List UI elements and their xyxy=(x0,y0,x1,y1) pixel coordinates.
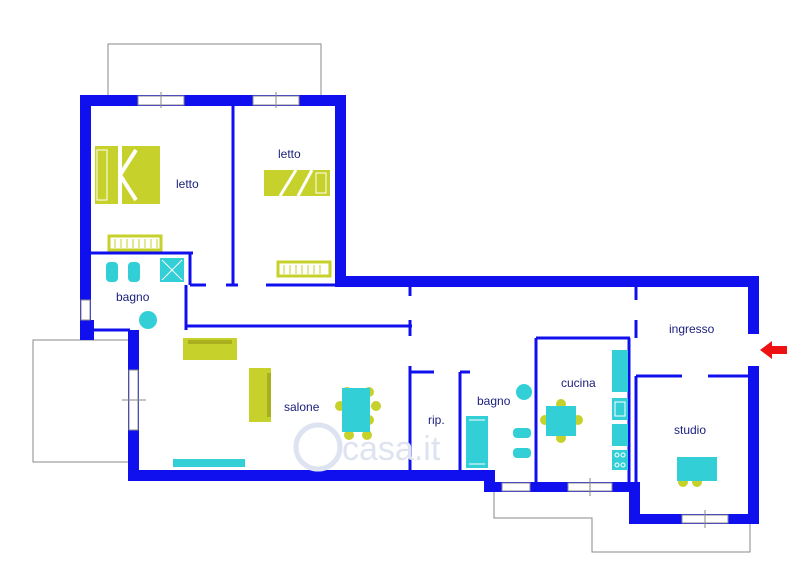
wardrobe-2 xyxy=(276,260,332,278)
bidet-1 xyxy=(106,262,118,282)
balcony-bottom-kitchen xyxy=(493,492,751,553)
wall-right-bottom xyxy=(748,366,759,524)
balcony-top xyxy=(107,43,322,96)
kitchen-counter-mid xyxy=(612,424,628,446)
window-bagno-left xyxy=(80,299,91,321)
toilet-1 xyxy=(128,262,140,282)
sink-1 xyxy=(139,311,157,329)
kitchen-table xyxy=(546,406,576,436)
bathtub xyxy=(466,416,488,468)
room-label-studio: studio xyxy=(674,423,706,437)
wall-bottom-salone xyxy=(128,470,494,481)
kitchen-counter-top xyxy=(612,350,628,392)
window-bagno-2 xyxy=(501,482,531,492)
single-bed xyxy=(264,170,330,196)
kitchen-sink xyxy=(612,398,628,420)
kitchen-stove xyxy=(612,450,628,470)
wall-bottom-step xyxy=(484,470,495,492)
double-bed xyxy=(95,146,160,204)
windows xyxy=(80,92,729,528)
watermark-text: casa.it xyxy=(342,430,441,468)
room-label-bagno-2: bagno xyxy=(477,394,511,408)
wall-left-stub xyxy=(80,320,94,340)
room-label-ripostiglio: rip. xyxy=(428,413,445,427)
desk xyxy=(677,457,717,481)
fixtures xyxy=(106,258,717,481)
wall-top-left xyxy=(80,95,346,106)
entrance-arrow-icon xyxy=(760,341,787,359)
room-label-salone: salone xyxy=(284,400,320,414)
room-label-letto-2: letto xyxy=(278,147,301,161)
sink-2 xyxy=(516,384,532,400)
room-label-ingresso: ingresso xyxy=(669,322,715,336)
room-labels: letto letto bagno salone rip. bagno cuci… xyxy=(116,147,715,437)
fixture-details xyxy=(161,259,626,468)
room-label-cucina: cucina xyxy=(561,376,596,390)
room-label-letto-1: letto xyxy=(176,177,199,191)
wall-bottom-step2 xyxy=(629,482,640,524)
wall-top-right xyxy=(335,276,759,287)
wardrobe-1 xyxy=(107,234,163,252)
bidet-2 xyxy=(513,448,531,458)
terrace-left xyxy=(32,339,130,463)
toilet-2 xyxy=(513,428,531,438)
tv-unit xyxy=(173,459,245,467)
interior-walls xyxy=(90,105,749,490)
dining-table xyxy=(342,388,370,432)
wall-bottom-kitchen xyxy=(484,482,639,492)
wall-right-upper-block xyxy=(335,95,346,285)
watermark: casa.it xyxy=(293,422,441,472)
sofa-side xyxy=(249,368,271,422)
room-label-bagno-1: bagno xyxy=(116,290,150,304)
wall-right-top xyxy=(748,276,759,334)
wall-left-upper xyxy=(80,95,91,325)
